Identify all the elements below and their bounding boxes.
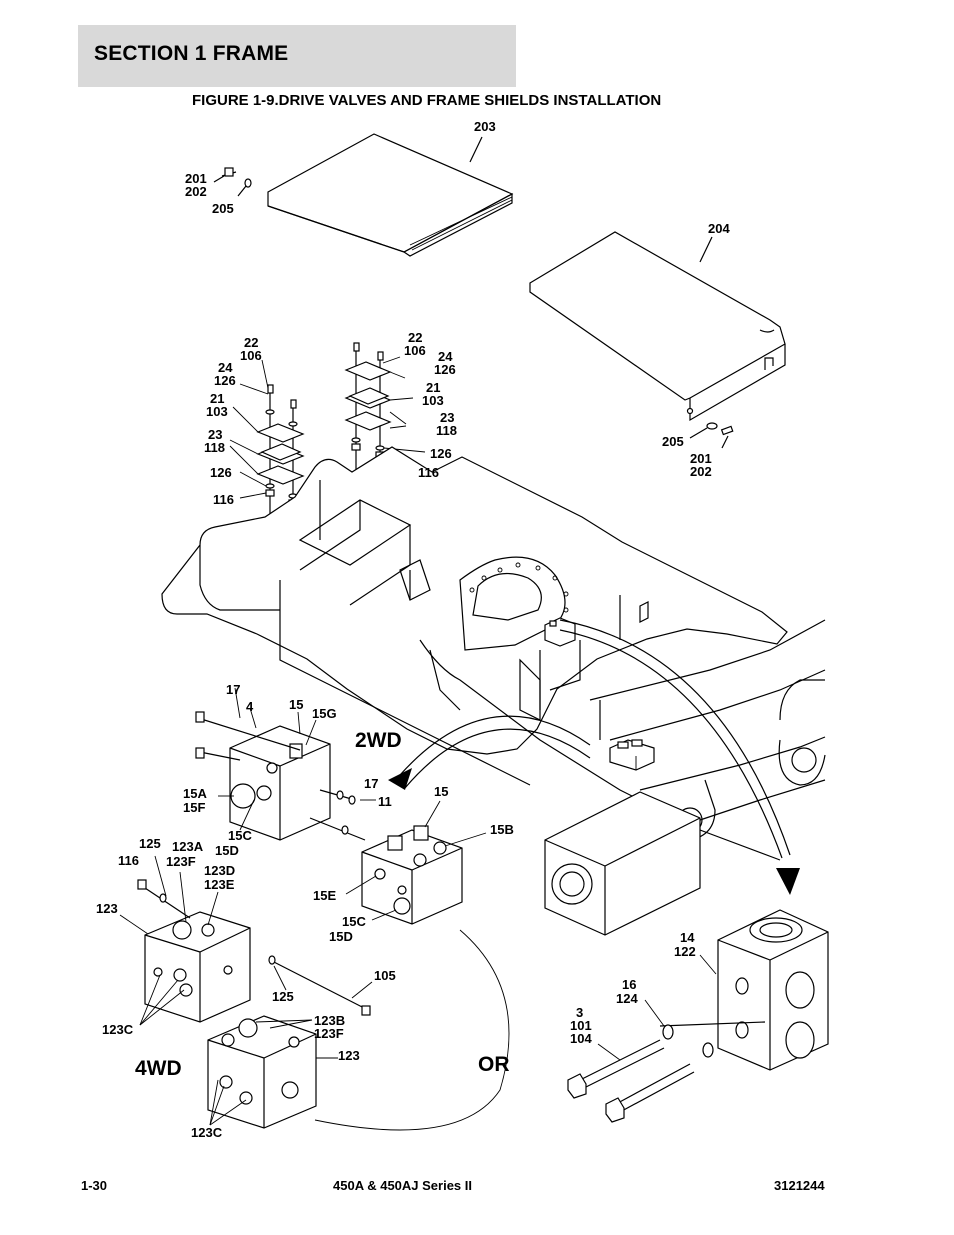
callout-116: 116	[418, 465, 439, 480]
motor-housing	[544, 791, 701, 936]
callout-124: 124	[616, 991, 638, 1006]
callout-123B: 123B	[314, 1013, 345, 1028]
leader-125	[273, 965, 287, 991]
callout-15E: 15E	[313, 888, 336, 903]
callout-123A: 123A	[172, 839, 204, 854]
leader-105	[351, 981, 373, 999]
figure-title: FIGURE 1-9.DRIVE VALVES AND FRAME SHIELD…	[192, 92, 662, 109]
callout-17: 17	[226, 682, 240, 697]
callout-203: 203	[474, 119, 496, 134]
frame-mounted-valve-2wd	[609, 739, 655, 771]
callout-22: 22	[408, 330, 422, 345]
callout-15: 15	[434, 784, 448, 799]
callout-23: 23	[208, 427, 222, 442]
callout-3: 3	[576, 1005, 583, 1020]
manifold-block	[567, 909, 829, 1123]
valve-4wd-block-alt	[207, 1015, 338, 1129]
footer-doc-number: 3121244	[774, 1178, 825, 1193]
callout-201: 201	[690, 451, 712, 466]
callout-118: 118	[436, 423, 457, 438]
callout-15D: 15D	[215, 843, 239, 858]
label-2wd: 2WD	[355, 729, 402, 752]
callout-106: 106	[240, 348, 262, 363]
callout-126: 126	[210, 465, 232, 480]
callout-103: 103	[422, 393, 444, 408]
callout-11: 11	[378, 794, 392, 809]
callout-205: 205	[662, 434, 684, 449]
callout-123: 123	[96, 901, 118, 916]
callout-125: 125	[139, 836, 161, 851]
callout-123F: 123F	[166, 854, 196, 869]
valve-2wd-block	[195, 687, 376, 841]
section-header: SECTION 1 FRAME	[78, 25, 516, 87]
frame-mounted-valve-4wd	[544, 617, 576, 647]
footer-model: 450A & 450AJ Series II	[333, 1178, 472, 1193]
callout-204: 204	[708, 221, 730, 236]
callout-126: 126	[430, 446, 452, 461]
callout-101: 101	[570, 1018, 592, 1033]
callout-21: 21	[210, 391, 224, 406]
callout-201: 201	[185, 171, 207, 186]
callout-116: 116	[213, 492, 234, 507]
callout-202: 202	[185, 184, 207, 199]
callout-4: 4	[246, 699, 254, 714]
callout-118: 118	[204, 440, 225, 455]
bolt-201-top	[213, 167, 252, 197]
callout-123D: 123D	[204, 863, 235, 878]
callout-105: 105	[374, 968, 396, 983]
callout-123F: 123F	[314, 1026, 344, 1041]
callout-106: 106	[404, 343, 426, 358]
callout-126: 126	[214, 373, 236, 388]
callout-123C: 123C	[102, 1022, 134, 1037]
callout-123E: 123E	[204, 877, 235, 892]
callout-15B: 15B	[490, 822, 514, 837]
callout-116: 116	[118, 853, 139, 868]
callout-15F: 15F	[183, 800, 205, 815]
shield-204	[529, 231, 786, 422]
callout-23: 23	[440, 410, 454, 425]
label-4wd: 4WD	[135, 1057, 182, 1080]
callout-123C: 123C	[191, 1125, 223, 1140]
callout-104: 104	[570, 1031, 592, 1046]
footer-page-number: 1-30	[81, 1178, 108, 1193]
callout-125: 125	[272, 989, 294, 1004]
callout-15G: 15G	[312, 706, 337, 721]
callout-202: 202	[690, 464, 712, 479]
shield-203	[267, 133, 514, 257]
callout-15D: 15D	[329, 929, 353, 944]
callout-15C: 15C	[342, 914, 366, 929]
or-divider-arc	[314, 929, 510, 1131]
callout-122: 122	[674, 944, 696, 959]
callout-15A: 15A	[183, 786, 207, 801]
valve-2wd-block-alt	[309, 800, 487, 925]
callout-15: 15	[289, 697, 303, 712]
callout-24: 24	[438, 349, 453, 364]
callout-21: 21	[426, 380, 440, 395]
section-title: SECTION 1 FRAME	[94, 42, 289, 65]
label-or: OR	[478, 1053, 510, 1076]
callout-103: 103	[206, 404, 228, 419]
arrow-2wd	[388, 715, 591, 790]
bolt-stack-right	[344, 342, 426, 525]
callout-22: 22	[244, 335, 258, 350]
callout-205: 205	[212, 201, 234, 216]
bolt-201-right	[689, 422, 734, 449]
callout-17: 17	[364, 776, 378, 791]
callout-16: 16	[622, 977, 636, 992]
arrow-4wd	[559, 619, 800, 895]
callout-24: 24	[218, 360, 233, 375]
valve-4wd-block	[119, 855, 371, 1026]
callout-123: 123	[338, 1048, 360, 1063]
callout-15C: 15C	[228, 828, 252, 843]
callout-14: 14	[680, 930, 695, 945]
frame-weldment	[161, 446, 788, 861]
callout-126: 126	[434, 362, 456, 377]
